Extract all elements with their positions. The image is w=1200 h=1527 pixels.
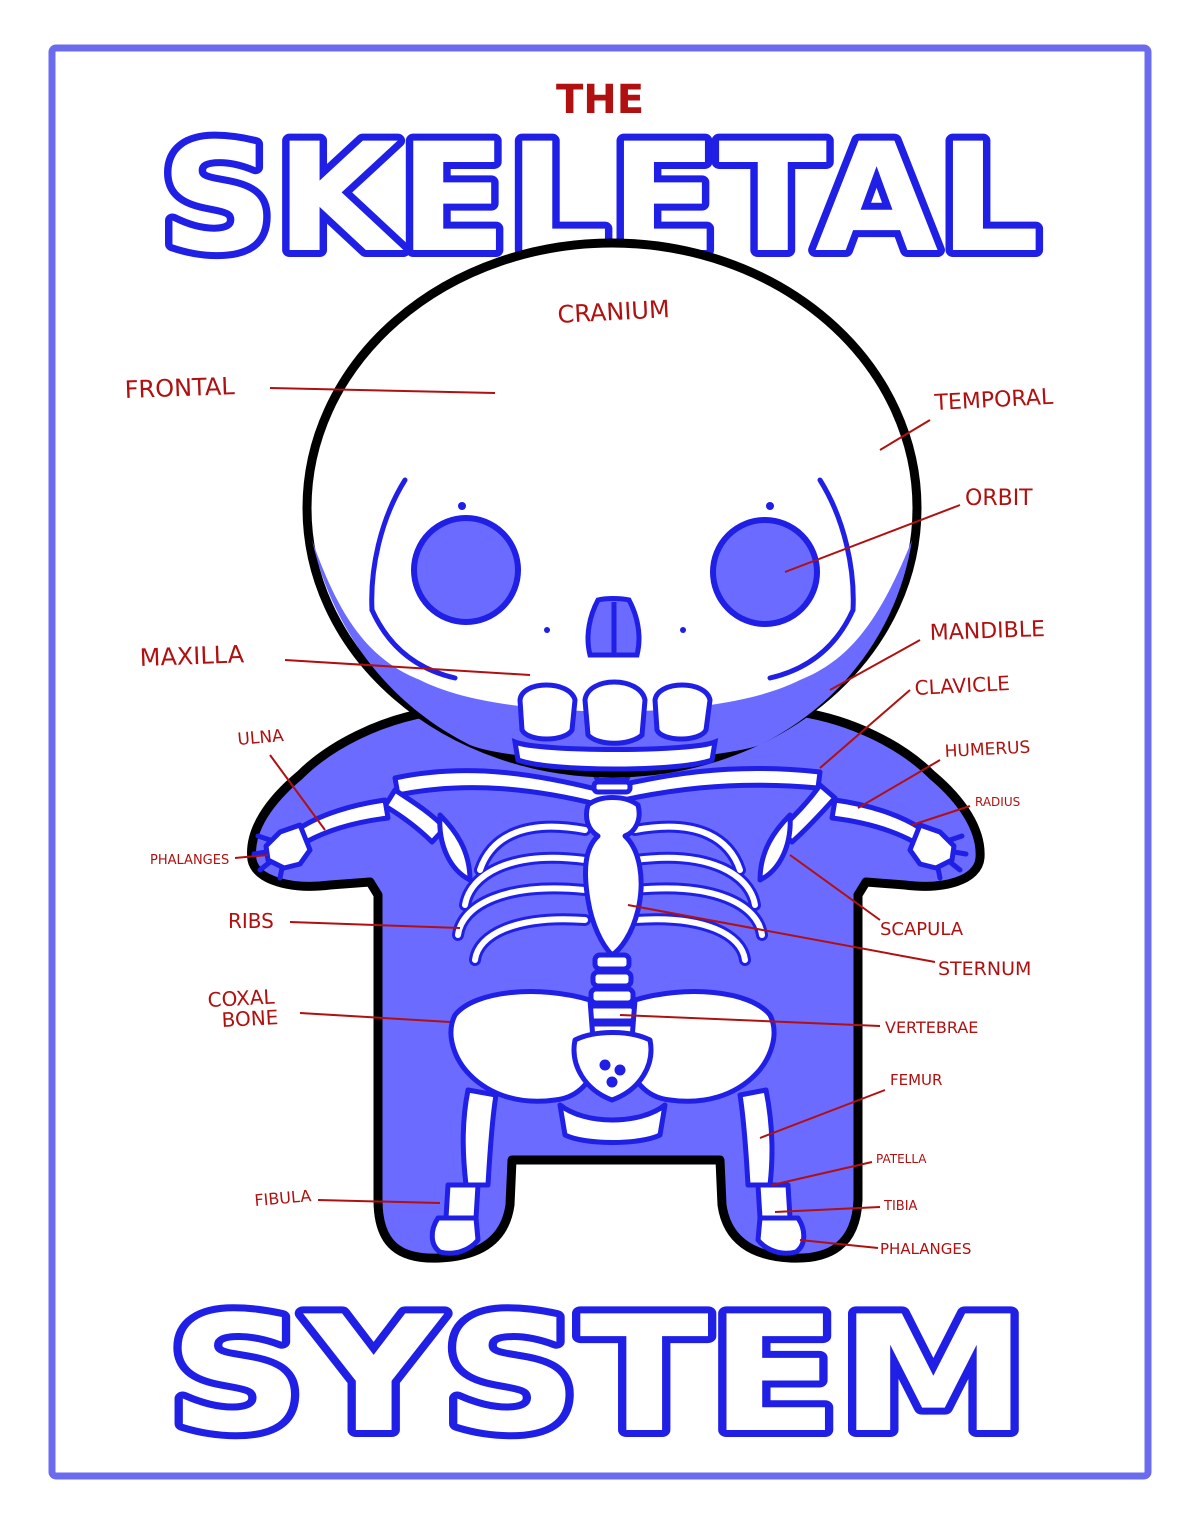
label-phalanges-hand: PHALANGES (150, 853, 229, 868)
left-femur (460, 1087, 499, 1188)
label-femur: FEMUR (890, 1071, 942, 1089)
label-tibia: TIBIA (883, 1199, 918, 1214)
right-foot (755, 1215, 807, 1256)
label-ribs: RIBS (228, 909, 274, 933)
scapula-right (757, 812, 793, 883)
teeth (511, 679, 719, 772)
label-humerus: HUMERUS (944, 738, 1031, 762)
right-humerus-bone (777, 782, 838, 845)
label-coxal-2: BONE (221, 1005, 279, 1032)
labels: CRANIUM FRONTAL TEMPORAL ORBIT MAXILLA M… (124, 295, 1054, 1258)
label-mandible: MANDIBLE (929, 617, 1045, 646)
left-lower-leg (443, 1182, 481, 1221)
label-vertebrae: VERTEBRAE (885, 1018, 978, 1037)
leader-lines (234, 387, 971, 1249)
title-system: SYSTEM (168, 1281, 1028, 1468)
label-scapula: SCAPULA (880, 919, 964, 940)
label-cranium: CRANIUM (557, 295, 670, 329)
coxal-left (448, 989, 598, 1104)
label-orbit: ORBIT (965, 486, 1033, 511)
title-prefix: THE (556, 77, 644, 123)
title-skeletal: SKELETAL (160, 112, 1040, 286)
coxal-right (627, 989, 777, 1104)
left-hand-bone (263, 822, 313, 871)
left-orbit (411, 515, 521, 625)
left-foot (429, 1215, 481, 1256)
label-maxilla: MAXILLA (139, 640, 245, 672)
right-hand-bone (907, 822, 957, 871)
label-phalanges-foot: PHALANGES (880, 1240, 971, 1258)
sacrum (571, 1030, 654, 1103)
label-sternum: STERNUM (938, 958, 1031, 980)
right-femur (737, 1087, 775, 1188)
label-patella: PATELLA (876, 1152, 927, 1166)
label-frontal: FRONTAL (124, 372, 235, 404)
right-orbit (710, 517, 820, 627)
label-clavicle: CLAVICLE (914, 671, 1010, 700)
spine (585, 952, 639, 1042)
left-humerus-bone (382, 787, 448, 845)
label-radius: RADIUS (975, 795, 1020, 809)
label-ulna: ULNA (237, 726, 285, 750)
scapula-left (437, 812, 473, 883)
label-coxal-1: COXAL (207, 984, 276, 1012)
skull (302, 238, 922, 778)
label-fibula: FIBULA (254, 1186, 312, 1210)
sternum-bone (582, 795, 644, 958)
right-lower-leg (755, 1182, 793, 1221)
jaw-shadow (312, 540, 912, 760)
skeleton (251, 766, 969, 1256)
